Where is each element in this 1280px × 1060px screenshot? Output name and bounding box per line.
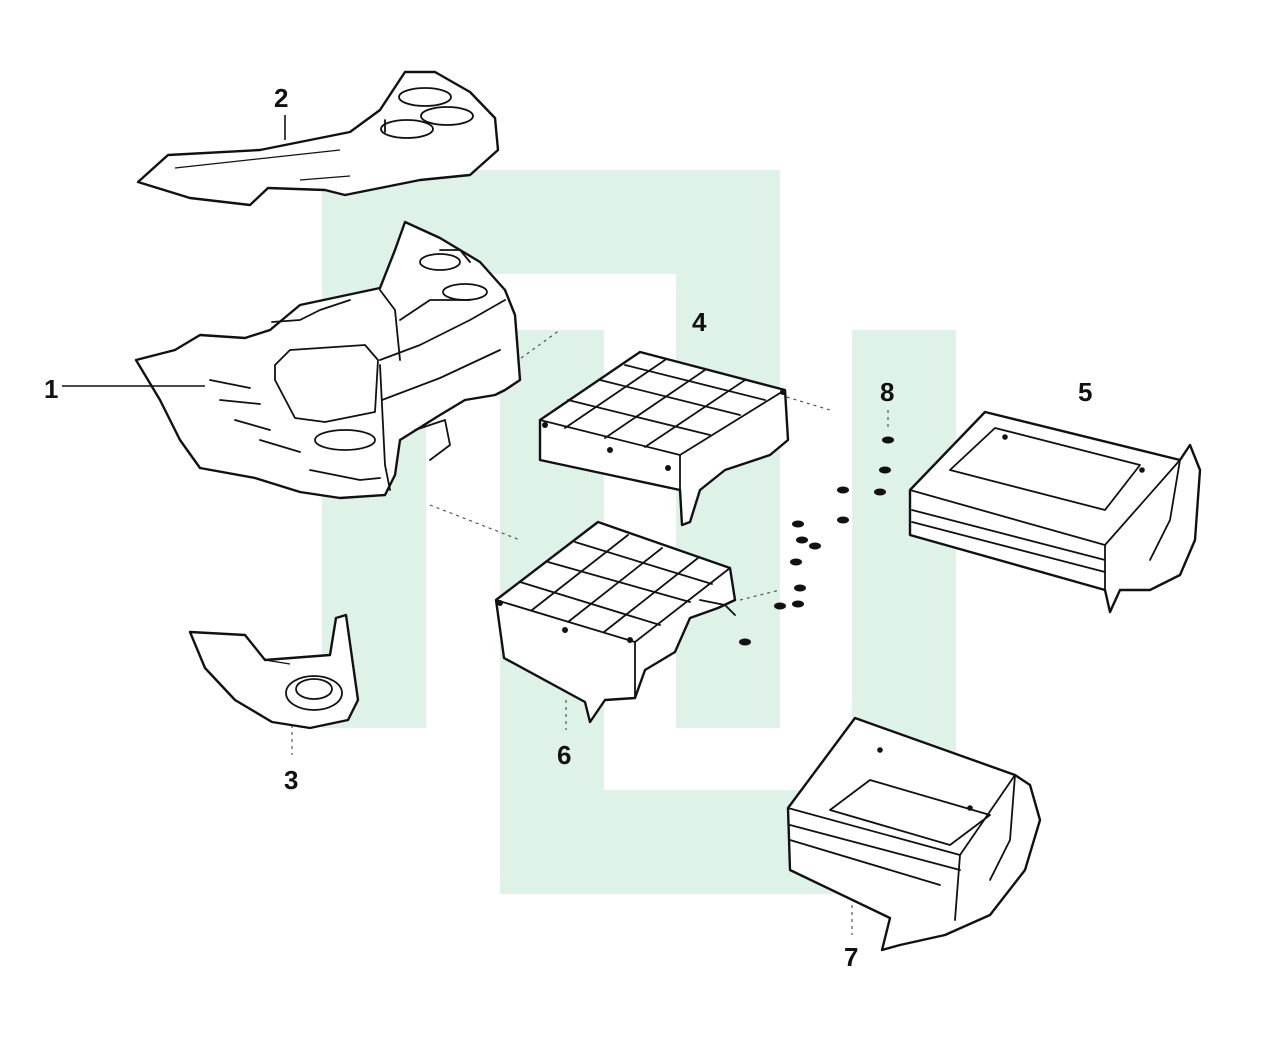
part-2-top-cover xyxy=(136,70,500,207)
callout-1: 1 xyxy=(44,374,58,404)
callout-6: 6 xyxy=(557,740,571,770)
part-3-cupholder-panel xyxy=(188,613,360,730)
callout-2: 2 xyxy=(274,83,288,113)
part-4-upper-tray-frame xyxy=(538,350,790,527)
part-6-lower-tray-frame xyxy=(494,520,737,724)
part-7-lower-storage-box xyxy=(786,716,1042,952)
callout-4: 4 xyxy=(692,307,707,337)
callout-labels: 1 2 3 4 5 6 7 8 xyxy=(44,83,1092,972)
part-5-upper-storage-box xyxy=(908,410,1202,614)
part-8-screws xyxy=(739,436,894,646)
part-1-console-body xyxy=(62,220,522,500)
callout-5: 5 xyxy=(1078,377,1092,407)
alignment-lines xyxy=(291,329,889,935)
callout-7: 7 xyxy=(844,942,858,972)
callout-8: 8 xyxy=(880,377,894,407)
callout-3: 3 xyxy=(284,765,298,795)
